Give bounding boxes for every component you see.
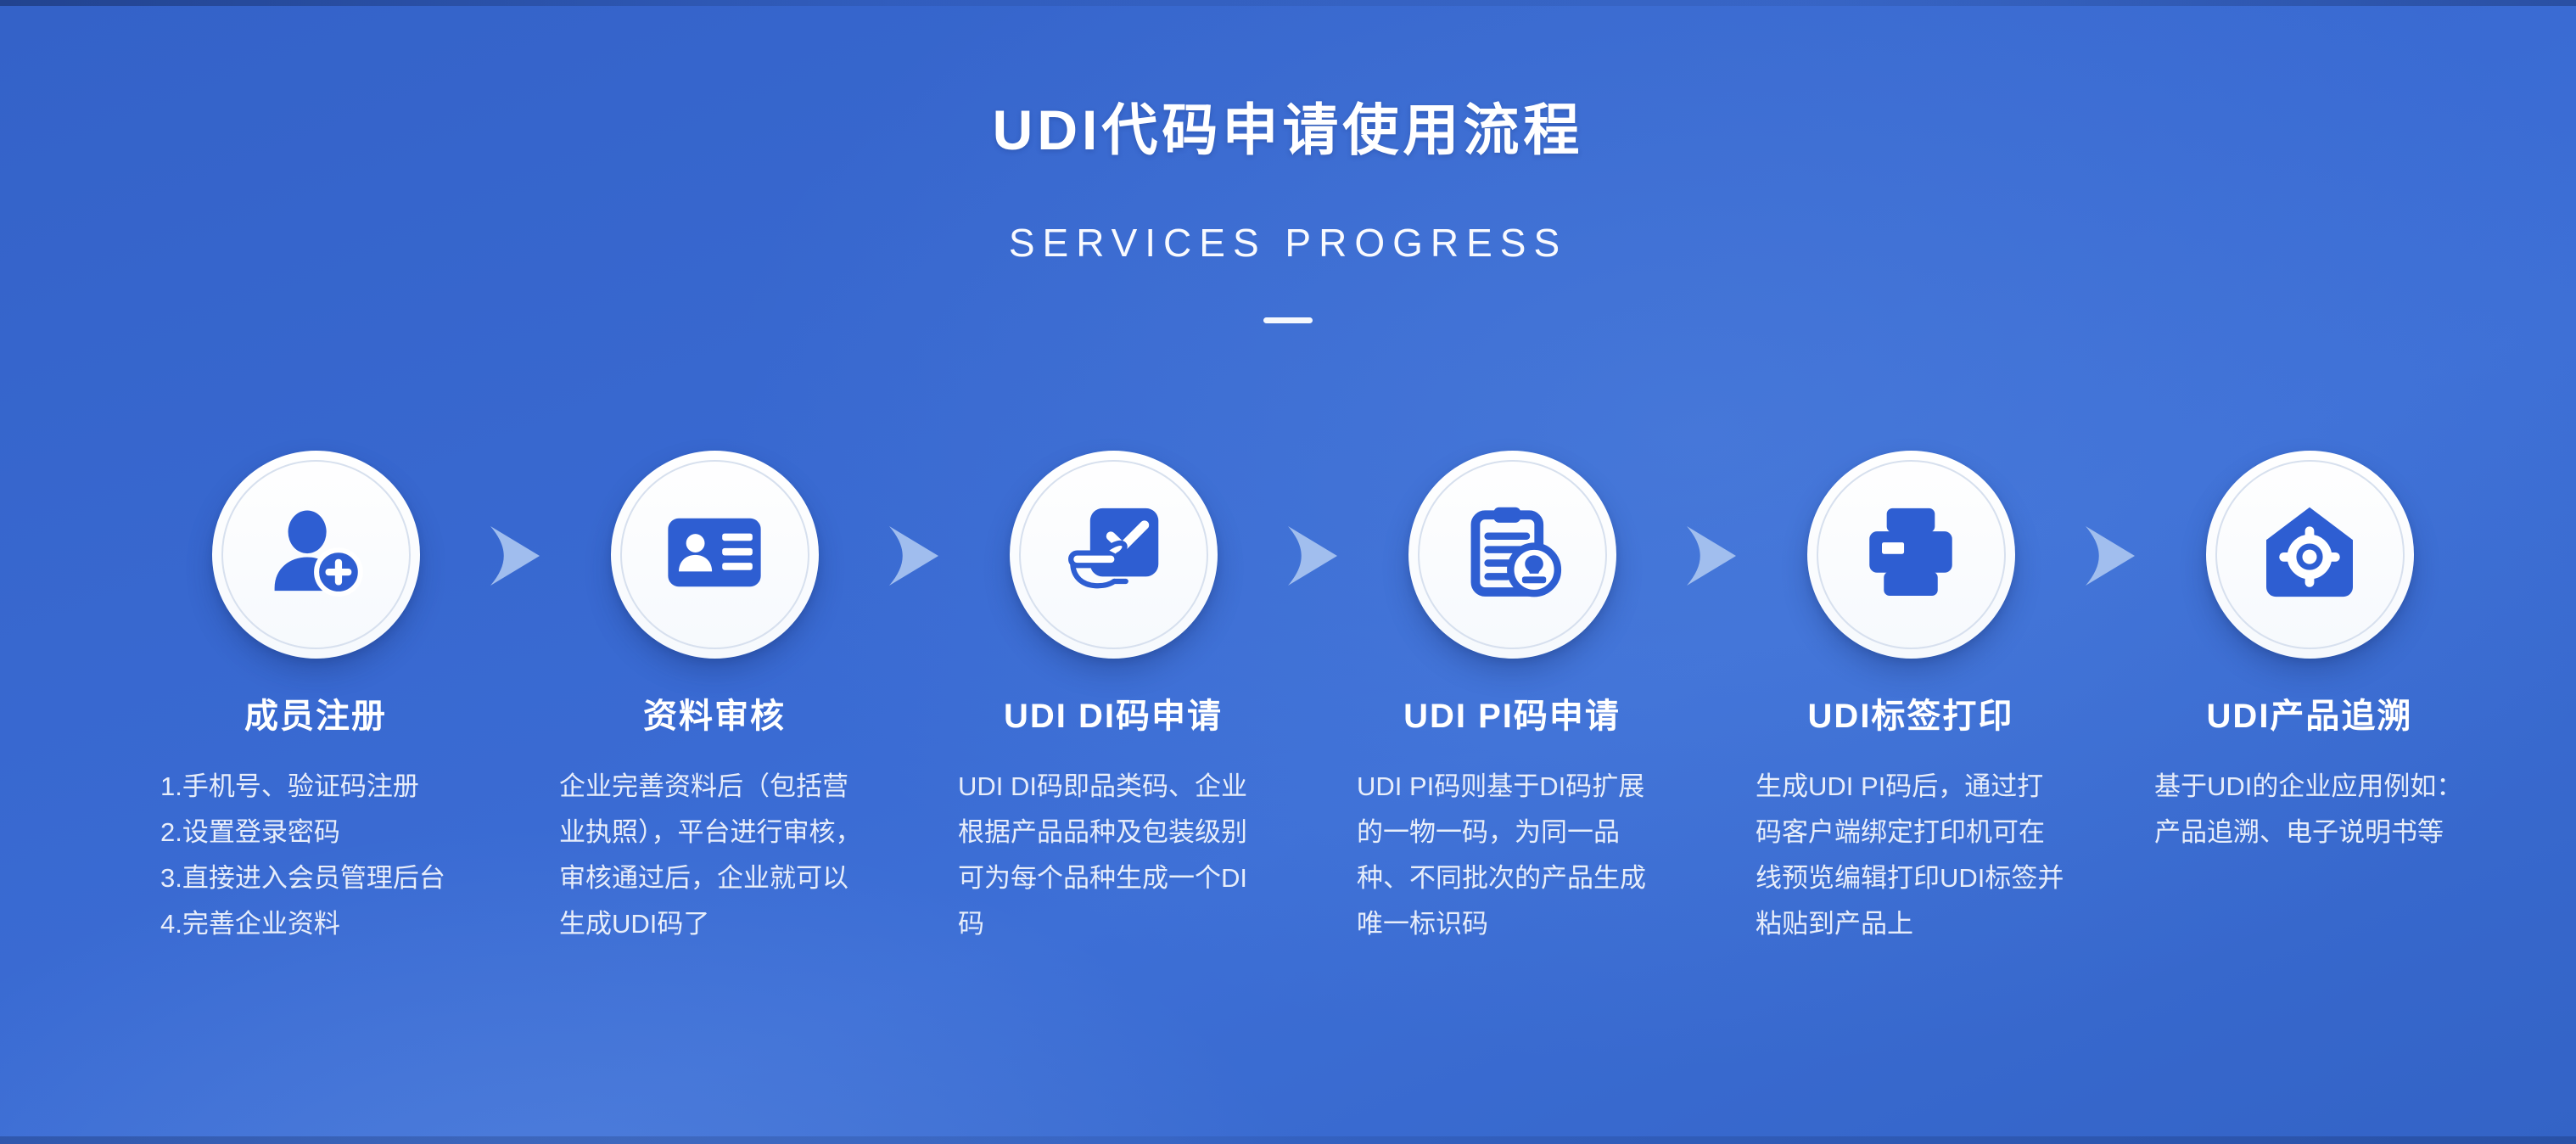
step-description: UDI PI码则基于DI码扩展的一物一码，为同一品种、不同批次的产品生成唯一标识… — [1357, 771, 1646, 939]
step-description: 基于UDI的企业应用例如：产品追溯、电子说明书等 — [2154, 771, 2463, 847]
top-edge-shade — [0, 0, 2576, 6]
header: UDI代码申请使用流程 SERVICES PROGRESS — [0, 0, 2576, 323]
page-title: UDI代码申请使用流程 — [992, 98, 1584, 161]
process-steps-row: 成员注册 1.手机号、验证码注册 2.设置登录密码 3.直接进入会员管理后台 4… — [0, 451, 2576, 947]
step-circle — [1806, 451, 2015, 659]
bottom-edge-shade — [0, 1136, 2576, 1144]
step-description: 生成UDI PI码后，通过打码客户端绑定打印机可在线预览编辑打印UDI标签并粘贴… — [1756, 771, 2064, 939]
step-udi-product-trace: UDI产品追溯 基于UDI的企业应用例如：产品追溯、电子说明书等 — [2110, 451, 2509, 855]
step-title: UDI产品追溯 — [2206, 698, 2413, 735]
step-description: 1.手机号、验证码注册 2.设置登录密码 3.直接进入会员管理后台 4.完善企业… — [160, 771, 445, 939]
step-circle — [211, 451, 420, 659]
user-add-icon — [260, 496, 372, 613]
arrow-right-icon — [2086, 526, 2135, 586]
step-title: UDI PI码申请 — [1403, 698, 1621, 735]
step-description: 企业完善资料后（包括营业执照），平台进行审核，审核通过后，企业就可以生成UDI码… — [559, 771, 862, 939]
step-udi-di-application: UDI DI码申请 UDI DI码即品类码、企业根据产品品种及包装级别可为每个品… — [914, 451, 1313, 947]
page-subtitle: SERVICES PROGRESS — [1008, 221, 1568, 265]
trace-target-icon — [2252, 495, 2367, 614]
title-divider — [1263, 317, 1313, 323]
printer-icon — [1853, 495, 1968, 614]
arrow-right-icon — [490, 526, 540, 586]
clipboard-stamp-icon — [1454, 495, 1570, 614]
step-title: 成员注册 — [244, 698, 387, 735]
step-title: 资料审核 — [643, 698, 786, 735]
step-member-registration: 成员注册 1.手机号、验证码注册 2.设置登录密码 3.直接进入会员管理后台 4… — [116, 451, 515, 947]
arrow-right-icon — [1687, 526, 1736, 586]
apply-check-icon — [1056, 495, 1171, 614]
id-card-icon — [656, 494, 773, 615]
step-title: UDI标签打印 — [1807, 698, 2014, 735]
step-udi-label-printing: UDI标签打印 生成UDI PI码后，通过打码客户端绑定打印机可在线预览编辑打印… — [1711, 451, 2110, 947]
step-udi-pi-application: UDI PI码申请 UDI PI码则基于DI码扩展的一物一码，为同一品种、不同批… — [1313, 451, 1711, 947]
step-circle — [1009, 451, 1218, 659]
arrow-right-icon — [1288, 526, 1337, 586]
step-circle — [1408, 451, 1616, 659]
step-description: UDI DI码即品类码、企业根据产品品种及包装级别可为每个品种生成一个DI码 — [958, 771, 1247, 939]
step-circle — [2205, 451, 2414, 659]
step-title: UDI DI码申请 — [1004, 698, 1223, 735]
arrow-right-icon — [889, 526, 938, 586]
step-document-review: 资料审核 企业完善资料后（包括营业执照），平台进行审核，审核通过后，企业就可以生… — [515, 451, 914, 947]
step-circle — [610, 451, 819, 659]
